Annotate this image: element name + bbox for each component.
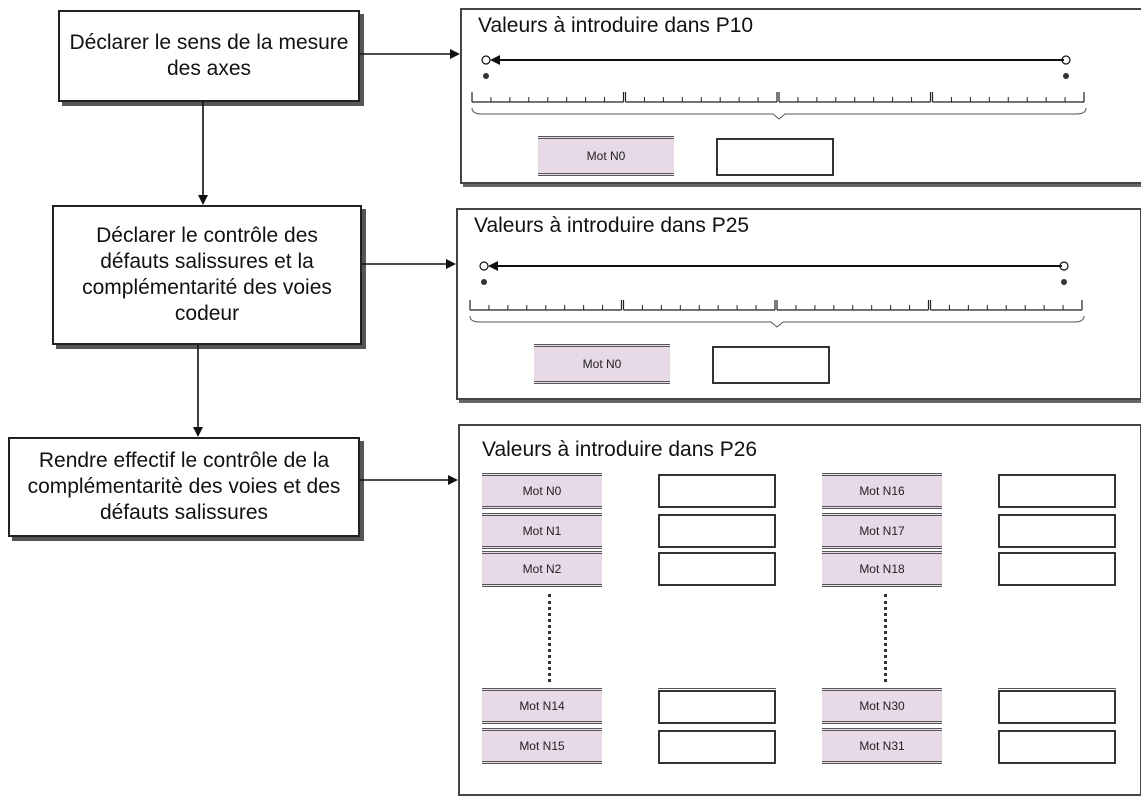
p10-bit-ruler	[471, 92, 1087, 120]
p26-word-n0: Mot N0	[482, 473, 602, 509]
p25-value-box	[712, 346, 830, 384]
p26-word-n15-label: Mot N15	[519, 739, 565, 753]
p26-word-n1: Mot N1	[482, 513, 602, 549]
p26-word-n14-label: Mot N14	[519, 699, 565, 713]
panel-p10-title: Valeurs à introduire dans P10	[478, 14, 754, 37]
p26-word-n17-label: Mot N17	[859, 524, 905, 538]
p26-word-n1-label: Mot N1	[522, 524, 562, 538]
panel-p10: Valeurs à introduire dans P10 Mot N0	[460, 8, 1141, 184]
p26-word-n14: Mot N14	[482, 688, 602, 724]
step-declare-axes-label: Déclarer le sens de la mesure des axes	[69, 31, 349, 80]
p26-value-n30	[998, 690, 1116, 724]
p26-left-ellipsis	[548, 594, 551, 682]
p26-word-n0-label: Mot N0	[522, 484, 562, 498]
p26-word-n15: Mot N15	[482, 728, 602, 764]
p26-word-n2-label: Mot N2	[522, 562, 562, 576]
p10-axis-arrow	[481, 55, 1071, 79]
step-declare-control-label: Déclarer le contrôle des défauts salissu…	[82, 224, 332, 325]
p26-value-n31	[998, 730, 1116, 764]
p26-word-n16-label: Mot N16	[859, 484, 905, 498]
p26-word-n17: Mot N17	[822, 513, 942, 549]
p26-right-value-separator	[998, 688, 1116, 691]
p25-bit-ruler	[469, 300, 1085, 328]
p26-value-n16	[998, 474, 1116, 508]
p26-value-n15	[658, 730, 776, 764]
p26-value-n17	[998, 514, 1116, 548]
p26-word-n16: Mot N16	[822, 473, 942, 509]
p25-word-n0-label: Mot N0	[582, 357, 622, 371]
p26-value-n2	[658, 552, 776, 586]
p26-word-n31-label: Mot N31	[859, 739, 905, 753]
p10-value-box	[716, 138, 834, 176]
p25-word-n0: Mot N0	[534, 344, 670, 384]
p25-axis-arrow	[479, 261, 1069, 285]
panel-p25: Valeurs à introduire dans P25 Mot N0	[456, 208, 1141, 400]
p26-word-n30: Mot N30	[822, 688, 942, 724]
p26-value-n0	[658, 474, 776, 508]
step-enable-control-label: Rendre effectif le contrôle de la complé…	[27, 449, 341, 524]
p26-value-n18	[998, 552, 1116, 586]
p10-word-n0-label: Mot N0	[586, 149, 626, 163]
step-declare-control: Déclarer le contrôle des défauts salissu…	[52, 205, 362, 345]
p26-word-n18-label: Mot N18	[859, 562, 905, 576]
p26-value-n14	[658, 690, 776, 724]
p10-word-n0: Mot N0	[538, 136, 674, 176]
panel-p25-title: Valeurs à introduire dans P25	[474, 214, 750, 237]
p26-right-ellipsis	[884, 594, 887, 682]
p26-left-value-separator	[658, 688, 776, 691]
p26-word-n18: Mot N18	[822, 551, 942, 587]
p26-value-n1	[658, 514, 776, 548]
panel-p26-title: Valeurs à introduire dans P26	[482, 438, 758, 461]
p26-word-n2: Mot N2	[482, 551, 602, 587]
step-declare-axes: Déclarer le sens de la mesure des axes	[58, 10, 360, 102]
p26-word-n31: Mot N31	[822, 728, 942, 764]
p26-word-n30-label: Mot N30	[859, 699, 905, 713]
step-enable-control: Rendre effectif le contrôle de la complé…	[8, 437, 360, 537]
panel-p26: Valeurs à introduire dans P26 Mot N0 Mot…	[458, 424, 1141, 796]
